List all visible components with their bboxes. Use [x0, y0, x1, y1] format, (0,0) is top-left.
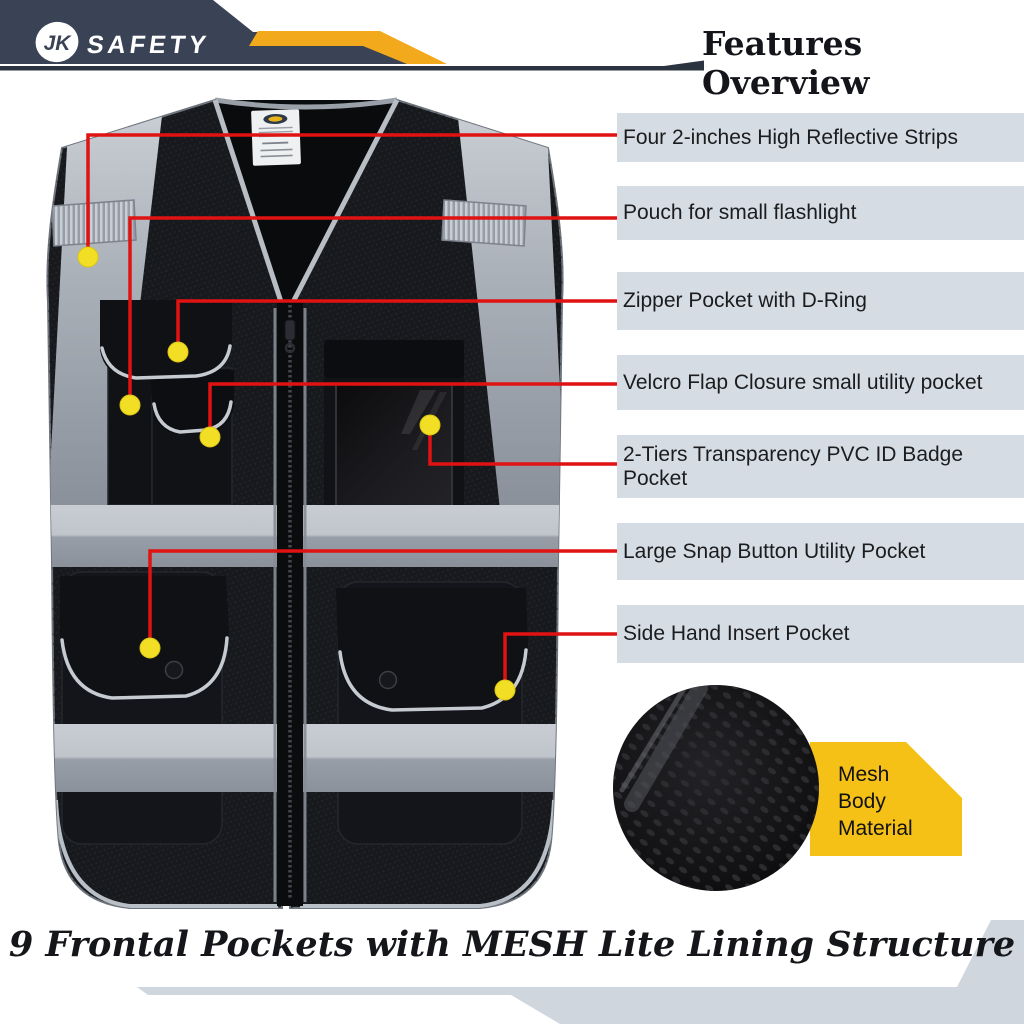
- marker-dot-2: [119, 394, 141, 416]
- page-title: Features Overview: [702, 24, 870, 102]
- callout-label-hand-pocket: Side Hand Insert Pocket: [617, 605, 1024, 663]
- header-divider-flare: [664, 60, 704, 71]
- callout-connectors: [77, 133, 617, 701]
- callout-label-flashlight-pouch: Pouch for small flashlight: [617, 186, 1024, 240]
- marker-dot-6: [139, 637, 161, 659]
- left-snap-button: [164, 660, 184, 680]
- header-divider-line: [0, 66, 704, 71]
- connector-6: [148, 549, 617, 641]
- lower-left-pocket-flap: [60, 576, 229, 700]
- callout-label-velcro-pocket: Velcro Flap Closure small utility pocket: [617, 355, 1024, 410]
- lower-right-flap-piping: [338, 648, 528, 712]
- zipper-chest-pocket-flap: [100, 300, 232, 378]
- connector-7: [503, 632, 617, 683]
- marker-dot-7: [494, 679, 516, 701]
- collar-seam: [214, 97, 398, 110]
- small-flap-piping: [152, 400, 233, 434]
- callout-label-reflective-strips: Four 2-inches High Reflective Strips: [617, 113, 1024, 162]
- banner-navy-shape: [0, 0, 445, 64]
- right-hem-piping: [300, 799, 556, 908]
- connector-3: [176, 299, 617, 345]
- logo-badge: [35, 21, 79, 63]
- zipper-pull: [284, 319, 296, 341]
- safety-vest: [46, 97, 564, 909]
- collar-tag: [251, 109, 301, 166]
- banner-yellow-stripe: [249, 31, 447, 64]
- connector-4: [208, 382, 617, 430]
- mesh-detail-circle: [613, 685, 819, 891]
- chest-flap-piping: [100, 344, 232, 380]
- id-pocket-flap: [324, 340, 464, 378]
- top-banner: JK SAFETY: [0, 0, 704, 71]
- marker-dot-1: [77, 246, 99, 268]
- logo-wordmark: SAFETY: [85, 31, 211, 59]
- right-snap-button: [378, 670, 398, 690]
- zipper-pull-ring: [284, 342, 296, 354]
- front-zipper: [273, 300, 307, 906]
- right-shoulder-strap: [441, 199, 527, 247]
- mesh-material-label: Mesh Body Material: [838, 763, 913, 840]
- connector-2: [128, 216, 617, 398]
- fabric-fold-highlight: [624, 685, 708, 812]
- connector-5: [428, 432, 617, 466]
- marker-dot-3: [167, 341, 189, 363]
- bottom-accent-band: [137, 920, 1024, 1024]
- callout-label-id-badge-pocket: 2-Tiers Transparency PVC ID Badge Pocket: [617, 435, 1024, 498]
- marker-dot-4: [199, 426, 221, 448]
- logo-monogram: JK: [44, 32, 73, 55]
- small-utility-pocket-flap: [150, 370, 234, 434]
- mesh-label-banner: [810, 742, 962, 856]
- left-hem-piping: [54, 799, 278, 908]
- bottom-caption: 9 Frontal Pockets with MESH Lite Lining …: [8, 924, 1016, 965]
- pvc-id-window: [335, 383, 453, 507]
- marker-dot-5: [419, 414, 441, 436]
- brand-logo: JK SAFETY: [35, 21, 212, 63]
- lower-left-flap-piping: [60, 636, 229, 700]
- connector-1: [86, 133, 617, 250]
- pvc-reflection: [401, 390, 436, 434]
- callout-label-snap-pocket: Large Snap Button Utility Pocket: [617, 523, 1024, 580]
- callout-label-zipper-pocket: Zipper Pocket with D-Ring: [617, 272, 1024, 330]
- left-shoulder-strap: [51, 199, 137, 247]
